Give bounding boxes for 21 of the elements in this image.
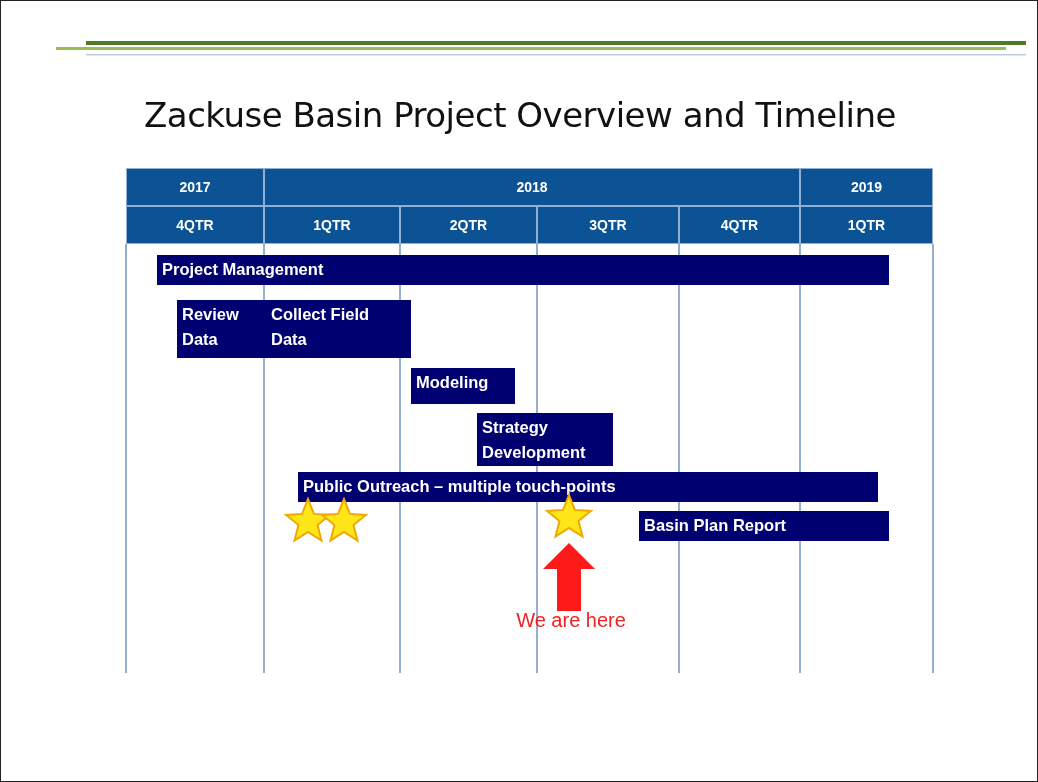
task-bar: Strategy Development [477, 413, 613, 466]
callout-text: We are here [496, 609, 646, 632]
task-bar: Public Outreach – multiple touch-points [298, 472, 878, 502]
table-header-cell: 4QTR [679, 206, 800, 244]
table-header-cell: 2019 [800, 168, 933, 206]
task-bar: Project Management [157, 255, 889, 285]
table-header-cell: 2QTR [400, 206, 537, 244]
table-header-cell: 1QTR [800, 206, 933, 244]
table-header-cell: 2017 [126, 168, 264, 206]
arrow [543, 543, 595, 611]
task-bar: Basin Plan Report [639, 511, 889, 541]
star-icon [545, 493, 593, 541]
table-header-cell: 3QTR [537, 206, 679, 244]
table-header-cell: 1QTR [264, 206, 400, 244]
task-bar: Collect Field Data [266, 300, 411, 358]
table-header-cell: 2018 [264, 168, 800, 206]
task-bar: Review Data [177, 300, 266, 358]
table-header-cell: 4QTR [126, 206, 264, 244]
title: Zackuse Basin Project Overview and Timeline [143, 95, 897, 135]
star-icon [320, 497, 368, 545]
task-bar: Modeling [411, 368, 515, 404]
